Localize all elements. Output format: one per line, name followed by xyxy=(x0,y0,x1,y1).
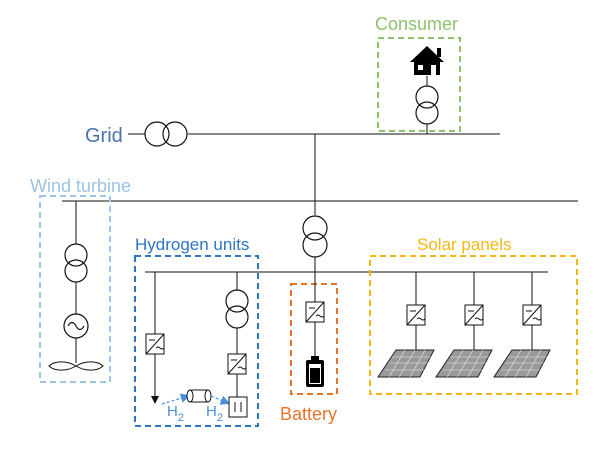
solar-converter-icon xyxy=(406,304,426,326)
solar-branch-2 xyxy=(435,272,493,378)
turbine-blades-icon xyxy=(48,361,104,371)
grid-label: Grid xyxy=(85,125,123,147)
hydrogen-tank-icon xyxy=(186,389,212,403)
solar-panel-icon xyxy=(377,349,435,378)
fuel-cell-converter-icon xyxy=(227,353,247,375)
wind-transformer-icon xyxy=(64,243,88,283)
wind-turbine-label: Wind turbine xyxy=(30,176,131,196)
ac-generator-icon xyxy=(63,313,89,339)
hydrogen-units-box xyxy=(134,255,259,427)
hydrogen-units-label: Hydrogen units xyxy=(135,235,249,254)
fuel-cell-icon xyxy=(228,396,248,418)
consumer-box xyxy=(377,37,461,132)
solar-panel-icon xyxy=(493,349,551,378)
solar-converter-icon xyxy=(464,304,484,326)
consumer-transformer-icon xyxy=(415,85,439,125)
solar-panels-label: Solar panels xyxy=(417,235,512,254)
solar-panel-icon xyxy=(435,349,493,378)
central-transformer-icon xyxy=(302,215,328,258)
battery-icon xyxy=(306,356,324,387)
battery-label: Battery xyxy=(280,404,337,424)
battery-converter-icon xyxy=(305,301,325,323)
solar-panels-box xyxy=(369,255,578,395)
h2-flow-to-fuel-cell xyxy=(210,395,231,405)
h2-flow-to-tank xyxy=(161,393,191,405)
h2-label-left: H2 xyxy=(167,403,184,424)
fuel-cell-transformer-icon xyxy=(225,289,249,329)
h2-label-right: H2 xyxy=(206,403,223,424)
consumer-label: Consumer xyxy=(375,14,458,34)
wind-turbine-box xyxy=(39,195,111,383)
solar-branch-1 xyxy=(377,272,435,378)
house-icon xyxy=(410,46,444,75)
electrolyser-converter-icon xyxy=(145,333,165,355)
grid-transformer-icon xyxy=(144,121,188,147)
solar-converter-icon xyxy=(522,304,542,326)
battery-box xyxy=(290,283,338,395)
solar-branch-3 xyxy=(493,272,551,378)
